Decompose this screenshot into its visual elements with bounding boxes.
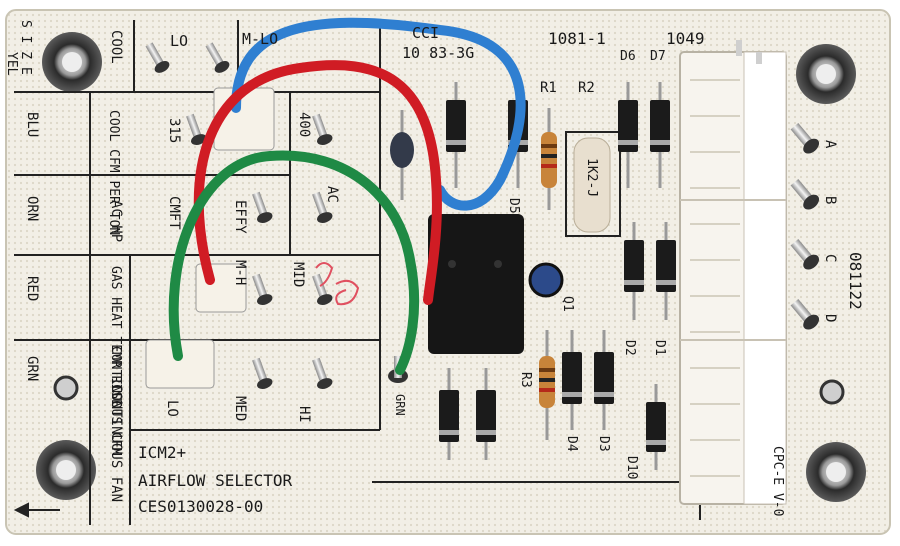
green-wire xyxy=(168,150,420,375)
row-blu-setting: COOL CFM PER TON xyxy=(106,110,121,235)
diodes xyxy=(390,82,676,470)
label-grn: GRN xyxy=(393,394,407,416)
label-r2-value: 1K2-J xyxy=(584,158,599,197)
label-d2: D2 xyxy=(622,340,637,356)
label-effy: EFFY xyxy=(232,200,248,234)
small-hole-left xyxy=(53,375,79,401)
row-yel-color: YEL xyxy=(4,52,19,76)
label-cmfp: CMFT xyxy=(166,196,182,230)
row-grn-setting: CONTINUOUS CFM xyxy=(108,346,123,456)
code-1049: 1049 xyxy=(666,29,705,48)
relay xyxy=(428,214,524,354)
terminal-label-d: D xyxy=(822,314,838,322)
row-blu-color: BLU xyxy=(24,112,40,137)
continuous-fan-label: CONTINUOUS FAN xyxy=(108,384,124,502)
label-lo: LO xyxy=(164,400,180,417)
wire-plug-white xyxy=(145,87,275,389)
mounting-hole-top-right xyxy=(796,44,856,104)
row-yel-setting: COOL xyxy=(108,30,124,64)
title-line-2: AIRFLOW SELECTOR xyxy=(138,471,292,490)
resistor-r1 xyxy=(541,108,557,210)
code-1081: 1081-1 xyxy=(548,29,606,48)
silkscreen-grid xyxy=(14,20,701,525)
label-315: 315 xyxy=(166,118,182,143)
label-d3: D3 xyxy=(596,436,611,452)
label-d4: D4 xyxy=(564,436,579,452)
label-q1: Q1 xyxy=(560,296,575,312)
label-d10: D10 xyxy=(624,456,639,479)
label-mlo-top: M-LO xyxy=(242,30,278,48)
label-lo-top: LO xyxy=(170,32,188,50)
small-hole-right xyxy=(819,379,845,405)
row-orn-setting: AC HP xyxy=(108,200,124,242)
red-wire xyxy=(193,60,442,305)
terminal-pins xyxy=(790,122,820,330)
label-400: 400 xyxy=(296,112,312,137)
row-red-color: RED xyxy=(24,276,40,301)
terminal-label-a: A xyxy=(822,140,838,149)
row-yel-size-letters: S I Z E xyxy=(18,20,33,75)
side-code: 081122 xyxy=(846,252,865,310)
title-line-3: CES0130028-00 xyxy=(138,497,263,516)
transistor-q1 xyxy=(528,262,564,298)
mounting-hole-bottom-right xyxy=(806,442,866,502)
mounting-hole-bottom-left xyxy=(36,440,96,500)
cpc-connector xyxy=(679,40,787,505)
wires xyxy=(168,17,526,375)
label-d5: D5 xyxy=(506,198,521,214)
terminal-label-b: B xyxy=(822,196,838,204)
arrow-left-icon xyxy=(13,502,60,518)
resistor-r3 xyxy=(539,330,555,440)
label-d1: D1 xyxy=(652,340,667,356)
row-red-setting: GAS HEAT TEMP RISE xyxy=(108,266,123,407)
connector-label: CPC-E V-0 xyxy=(770,446,785,516)
part-number: 10 83-3G xyxy=(402,44,474,62)
label-r1: R1 xyxy=(540,80,557,96)
label-d6: D6 xyxy=(620,49,636,64)
part-fragment: CCI xyxy=(412,24,439,42)
label-mh: M-H xyxy=(232,260,248,285)
label-mid: MID xyxy=(290,262,306,287)
label-hi: HI xyxy=(296,406,312,423)
label-ac: AC xyxy=(324,186,340,203)
blue-wire xyxy=(231,17,526,211)
header-pins xyxy=(145,42,333,389)
resistor-r2 xyxy=(565,131,621,237)
label-r3: R3 xyxy=(518,372,533,388)
row-orn-color: ORN xyxy=(24,196,40,221)
title-line-1: ICM2+ xyxy=(138,443,186,462)
label-d7: D7 xyxy=(650,49,666,64)
terminal-label-c: C xyxy=(822,254,838,262)
label-med: MED xyxy=(232,396,248,421)
row-grn-color: GRN xyxy=(24,356,40,381)
mounting-hole-top-left xyxy=(42,32,102,92)
label-r2: R2 xyxy=(578,80,595,96)
handwritten-mark xyxy=(315,262,360,306)
